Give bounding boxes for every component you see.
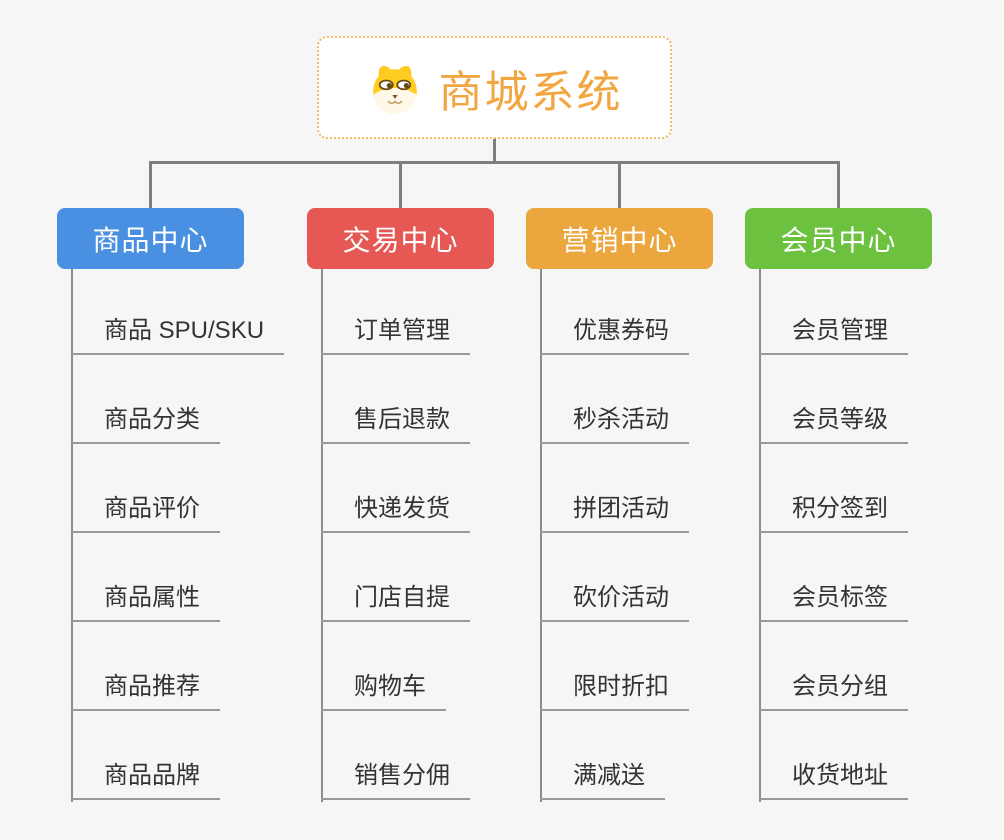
connector-drop-member bbox=[837, 163, 840, 209]
leaf-node[interactable]: 满减送 bbox=[540, 760, 665, 800]
trunk-product-center bbox=[71, 269, 73, 802]
connector-drop-product bbox=[149, 163, 152, 209]
trunk-marketing-center bbox=[540, 269, 542, 802]
leaf-node[interactable]: 商品品牌 bbox=[71, 760, 220, 800]
leaf-node[interactable]: 门店自提 bbox=[321, 582, 470, 622]
connector-horizontal-bar bbox=[149, 161, 840, 164]
leaf-node[interactable]: 积分签到 bbox=[759, 493, 908, 533]
leaf-node[interactable]: 优惠券码 bbox=[540, 315, 689, 355]
leaf-node[interactable]: 销售分佣 bbox=[321, 760, 470, 800]
leaf-node[interactable]: 订单管理 bbox=[321, 315, 470, 355]
leaf-node[interactable]: 商品评价 bbox=[71, 493, 220, 533]
leaf-node[interactable]: 售后退款 bbox=[321, 404, 470, 444]
leaf-node[interactable]: 会员标签 bbox=[759, 582, 908, 622]
leaf-node[interactable]: 砍价活动 bbox=[540, 582, 689, 622]
leaf-node[interactable]: 快递发货 bbox=[321, 493, 470, 533]
trunk-trade-center bbox=[321, 269, 323, 802]
connector-root-stem bbox=[493, 139, 496, 163]
root-node[interactable]: 商城系统 bbox=[317, 36, 672, 139]
branch-node-trade-center[interactable]: 交易中心 bbox=[307, 208, 494, 269]
leaf-node[interactable]: 商品分类 bbox=[71, 404, 220, 444]
connector-drop-trade bbox=[399, 163, 402, 209]
leaf-node[interactable]: 会员分组 bbox=[759, 671, 908, 711]
leaf-node[interactable]: 收货地址 bbox=[759, 760, 908, 800]
branch-node-member-center[interactable]: 会员中心 bbox=[745, 208, 932, 269]
root-title: 商城系统 bbox=[438, 67, 623, 117]
leaf-node[interactable]: 商品推荐 bbox=[71, 671, 220, 711]
branch-node-product-center[interactable]: 商品中心 bbox=[57, 208, 244, 269]
dog-face-icon bbox=[367, 61, 423, 114]
leaf-node[interactable]: 限时折扣 bbox=[540, 671, 689, 711]
leaf-node[interactable]: 会员管理 bbox=[759, 315, 908, 355]
leaf-node[interactable]: 购物车 bbox=[321, 671, 446, 711]
connector-drop-marketing bbox=[618, 163, 621, 209]
leaf-node[interactable]: 商品属性 bbox=[71, 582, 220, 622]
leaf-node[interactable]: 拼团活动 bbox=[540, 493, 689, 533]
trunk-member-center bbox=[759, 269, 761, 802]
leaf-node[interactable]: 秒杀活动 bbox=[540, 404, 689, 444]
leaf-node[interactable]: 会员等级 bbox=[759, 404, 908, 444]
branch-node-marketing-center[interactable]: 营销中心 bbox=[526, 208, 713, 269]
leaf-node[interactable]: 商品 SPU/SKU bbox=[71, 315, 285, 355]
